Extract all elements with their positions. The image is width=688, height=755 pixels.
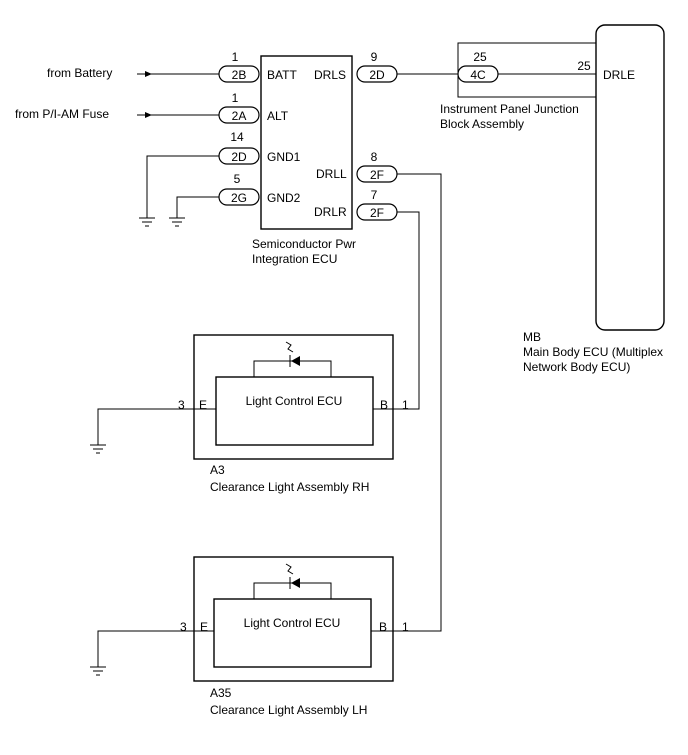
drlr-pin-label: DRLR (314, 205, 347, 219)
drlr-pin-number: 7 (371, 188, 378, 202)
junction-name-line2: Block Assembly (440, 117, 524, 131)
junction-pin-number: 25 (473, 50, 487, 64)
drll-connector-label: 2F (370, 168, 384, 182)
batt-connector (218, 65, 260, 83)
spi-ecu-body (260, 55, 353, 230)
gnd2-pin-label: GND2 (267, 191, 301, 205)
gnd1-pin-label: GND1 (267, 150, 301, 164)
semiconductor-pwr-integration-ecu: 1 2B BATT 1 2A ALT 14 2D GND1 5 2G GND2 … (218, 50, 398, 266)
lh-light-control-ecu-label: Light Control ECU (244, 616, 341, 630)
rh-right-pin-label: B (380, 398, 388, 412)
drls-connector-label: 2D (369, 68, 385, 82)
gnd2-pin-number: 5 (234, 172, 241, 186)
rh-left-pin-number: 3 (178, 398, 185, 412)
main-body-ecu: 25 DRLE MB Main Body ECU (Multiplex Netw… (523, 24, 665, 374)
batt-pin-label: BATT (267, 68, 297, 82)
lh-left-pin-number: 3 (180, 620, 187, 634)
mb-code: MB (523, 330, 541, 344)
drlr-to-rh-wire (397, 211, 420, 410)
lh-code: A35 (210, 686, 232, 700)
lh-left-pin-label: E (200, 620, 208, 634)
from-battery-label: from Battery (47, 66, 112, 80)
rh-ground-symbol (90, 408, 216, 454)
mb-name-line2: Network Body ECU) (523, 360, 630, 374)
lh-right-pin-label: B (379, 620, 387, 634)
clearance-light-assembly-lh: Light Control ECU 3 E B 1 A35 Clearance … (180, 556, 409, 717)
junction-connector-label: 4C (470, 68, 486, 82)
rh-right-pin-number: 1 (402, 398, 409, 412)
gnd1-pin-number: 14 (230, 130, 244, 144)
lh-name: Clearance Light Assembly LH (210, 703, 367, 717)
gnd2-ground-symbol (169, 196, 219, 227)
gnd2-connector-label: 2G (231, 191, 247, 205)
drls-pin-number: 9 (371, 50, 378, 64)
drls-pin-label: DRLS (314, 68, 346, 82)
drll-pin-number: 8 (371, 150, 378, 164)
instrument-panel-junction-block: 25 4C Instrument Panel Junction Block As… (397, 42, 596, 131)
gnd1-ground-symbol (139, 155, 219, 227)
junction-block-body (457, 42, 596, 98)
alt-connector-label: 2A (232, 109, 247, 123)
drll-to-lh-wire (397, 173, 442, 632)
rh-left-pin-label: E (199, 398, 207, 412)
mb-pin-number: 25 (577, 59, 591, 73)
lh-right-pin-number: 1 (402, 620, 409, 634)
mb-name-line1: Main Body ECU (Multiplex (523, 345, 663, 359)
lh-ground-symbol (90, 630, 214, 676)
from-fuse-label: from P/I-AM Fuse (15, 107, 109, 121)
batt-pin-number: 1 (232, 50, 239, 64)
main-body-ecu-body (595, 24, 665, 331)
alt-connector (218, 106, 260, 124)
lh-led-icon (253, 563, 332, 599)
drll-pin-label: DRLL (316, 167, 347, 181)
spi-ecu-name-line2: Integration ECU (252, 252, 337, 266)
rh-light-control-ecu-box (215, 376, 374, 446)
rh-light-control-ecu-label: Light Control ECU (246, 394, 343, 408)
spi-ecu-name-line1: Semiconductor Pwr (252, 237, 356, 251)
junction-name-line1: Instrument Panel Junction (440, 102, 579, 116)
clearance-light-assembly-rh: Light Control ECU 3 E B 1 A3 Clearance L… (178, 334, 409, 494)
batt-connector-label: 2B (232, 68, 247, 82)
rh-code: A3 (210, 463, 225, 477)
drlr-connector-label: 2F (370, 206, 384, 220)
alt-pin-number: 1 (232, 91, 239, 105)
alt-pin-label: ALT (267, 109, 289, 123)
rh-led-icon (253, 341, 332, 377)
lh-light-control-ecu-box (213, 598, 372, 668)
gnd1-connector-label: 2D (231, 150, 247, 164)
rh-name: Clearance Light Assembly RH (210, 480, 369, 494)
mb-pin-label: DRLE (603, 68, 635, 82)
